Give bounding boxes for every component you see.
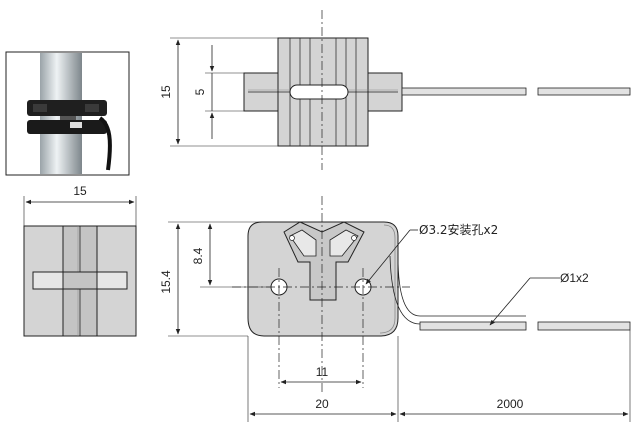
top-view: 15 5 [159,10,631,170]
top-slot-dimension: 5 [193,88,207,95]
side-view: 15 [23,184,137,337]
hole-spacing-dimension: 11 [316,365,329,379]
front-view: 15.4 8.4 11 20 2000 Ø3.2安装孔x2 Ø1x2 [159,196,631,422]
photo-cable [98,116,112,171]
front-hole-height-dimension: 8.4 [191,247,205,264]
mount-hole-callout: Ø3.2安装孔x2 [419,222,498,237]
top-height-dimension: 15 [159,85,173,99]
side-width-dimension: 15 [73,184,87,198]
cable-length-dimension: 2000 [497,397,524,411]
body-width-dimension: 20 [315,397,329,411]
front-height-dimension: 15.4 [159,270,173,294]
cable-callout: Ø1x2 [560,271,589,285]
sensor-photo-body [27,100,107,134]
product-photo [5,51,130,176]
